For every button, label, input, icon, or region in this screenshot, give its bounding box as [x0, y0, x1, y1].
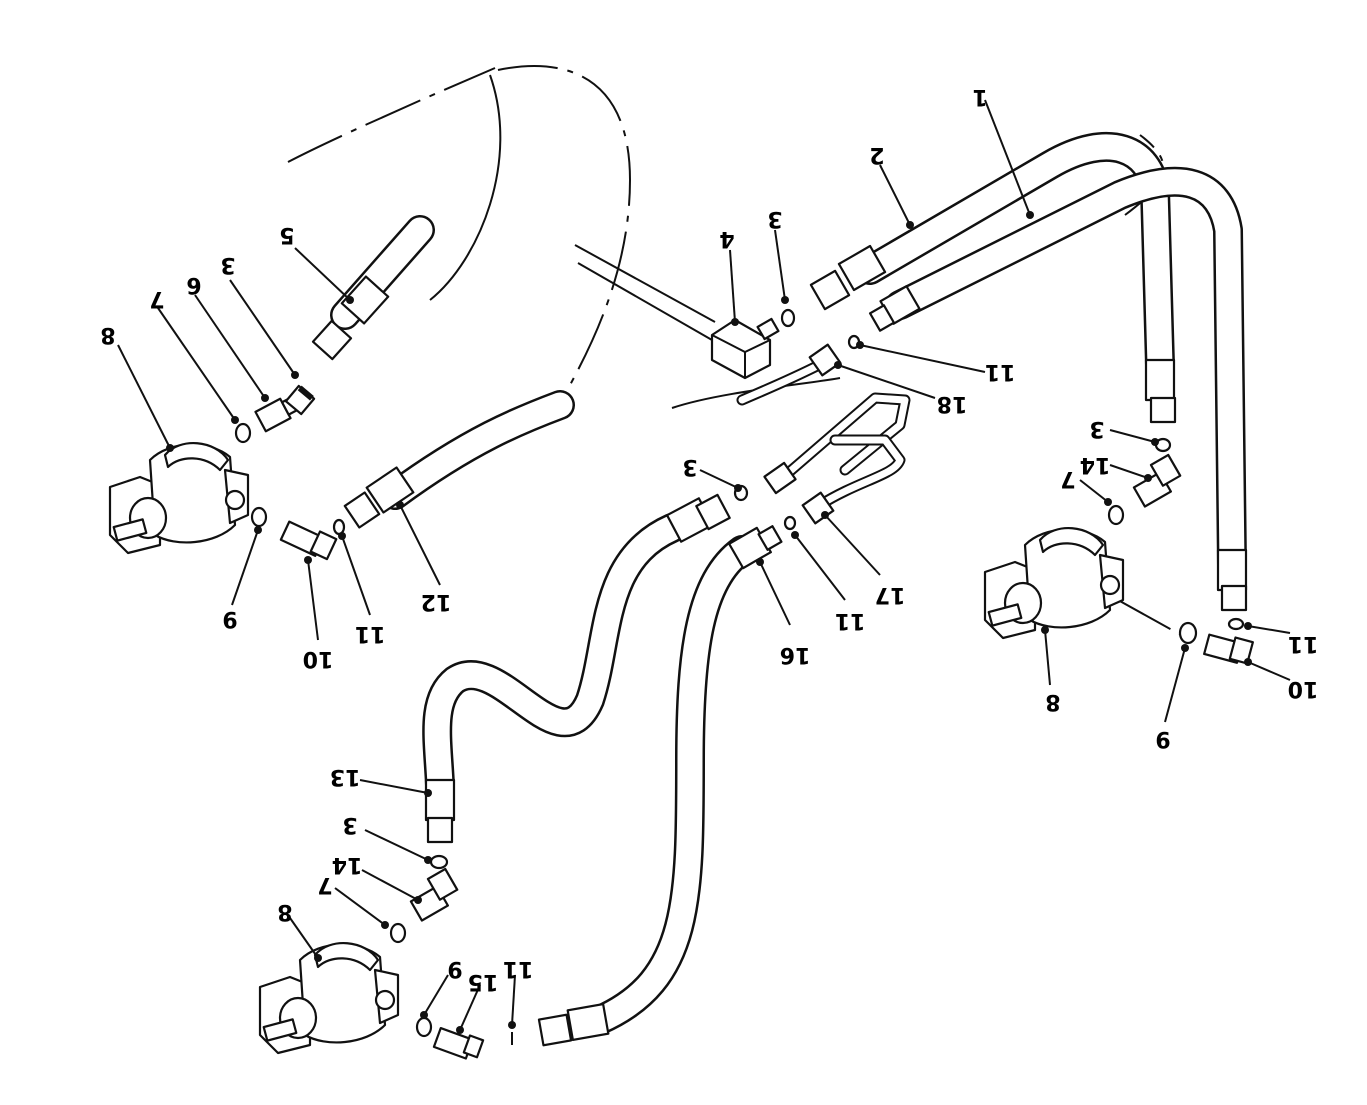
leader-lines — [117, 99, 1291, 1034]
callout-8: 8 — [100, 322, 115, 347]
callout-10: 10 — [303, 646, 334, 671]
callout-3: 3 — [342, 812, 357, 837]
callout-11: 11 — [985, 359, 1016, 384]
callout-17: 17 — [875, 582, 906, 607]
o-rings — [234, 308, 1245, 1045]
callout-13: 13 — [330, 764, 361, 789]
hose-fittings — [311, 244, 1248, 1047]
callout-4: 4 — [719, 226, 734, 251]
callout-labels: 1 2 3 4 11 18 5 3 6 7 8 9 10 11 12 3 16 … — [100, 84, 1318, 994]
callout-18: 18 — [937, 391, 968, 416]
adapter-fittings — [254, 384, 1254, 1060]
callout-7: 7 — [1060, 466, 1075, 491]
callout-3: 3 — [1089, 416, 1104, 441]
hose-16 — [585, 535, 757, 1035]
callout-9: 9 — [222, 606, 237, 631]
callout-14: 14 — [1080, 452, 1111, 477]
callout-9: 9 — [447, 956, 462, 981]
callout-14: 14 — [332, 852, 363, 877]
pump-8-left — [108, 442, 250, 555]
tee-block-4 — [710, 317, 780, 380]
callout-3: 3 — [682, 454, 697, 479]
callout-6: 6 — [186, 272, 201, 297]
callout-8: 8 — [277, 899, 292, 924]
callout-3: 3 — [220, 252, 235, 277]
pump-8-right — [983, 527, 1125, 640]
callout-7: 7 — [317, 872, 332, 897]
callout-2: 2 — [869, 142, 884, 167]
pump-8-bottom — [258, 942, 400, 1055]
callout-11: 11 — [503, 956, 534, 981]
callout-15: 15 — [468, 969, 499, 994]
callout-5: 5 — [279, 222, 294, 247]
callout-11: 11 — [835, 608, 866, 633]
hose-1 — [885, 166, 1247, 580]
callout-7: 7 — [149, 286, 164, 311]
callout-11: 11 — [1288, 631, 1319, 656]
callout-8: 8 — [1045, 689, 1060, 714]
callout-12: 12 — [421, 589, 452, 614]
callout-9: 9 — [1155, 726, 1170, 751]
tube-assembly-17 — [814, 434, 906, 511]
callout-10: 10 — [1288, 676, 1319, 701]
callout-3: 3 — [767, 206, 782, 231]
hose-13 — [422, 513, 687, 800]
hose-12 — [380, 390, 575, 510]
callout-16: 16 — [780, 642, 811, 667]
frame-rail-outline — [429, 74, 841, 409]
callout-1: 1 — [972, 84, 987, 109]
callout-11: 11 — [355, 621, 386, 646]
